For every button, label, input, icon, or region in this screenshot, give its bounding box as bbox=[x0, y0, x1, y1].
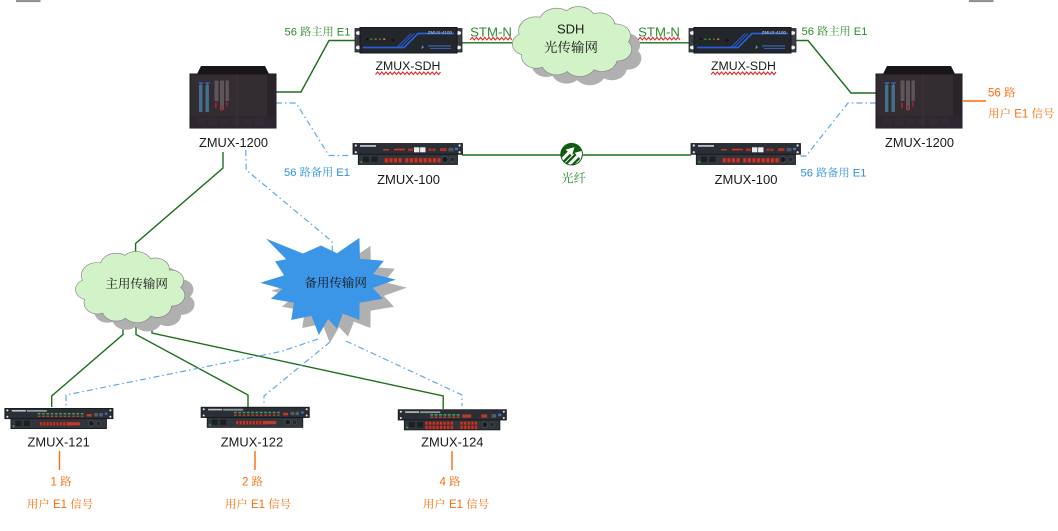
svg-text:ZMUX-122: ZMUX-122 bbox=[221, 435, 283, 450]
svg-text:E1: E1 bbox=[336, 167, 350, 179]
svg-text:E1: E1 bbox=[853, 168, 867, 180]
svg-text:E1: E1 bbox=[449, 499, 463, 511]
svg-text:E1: E1 bbox=[53, 499, 67, 511]
svg-text:ZMUX-124: ZMUX-124 bbox=[421, 435, 483, 450]
svg-text:E1: E1 bbox=[854, 26, 868, 38]
svg-text:E1: E1 bbox=[1014, 109, 1028, 121]
svg-text:STM-N: STM-N bbox=[470, 24, 512, 39]
svg-text:ZMUX-4100: ZMUX-4100 bbox=[762, 30, 787, 35]
svg-text:ZMUX-100: ZMUX-100 bbox=[377, 172, 440, 187]
svg-text:E1: E1 bbox=[251, 499, 265, 511]
svg-text:56: 56 bbox=[284, 167, 296, 179]
svg-text:ZMUX-121: ZMUX-121 bbox=[28, 435, 90, 450]
svg-text:56: 56 bbox=[988, 88, 1001, 100]
svg-text:ZMUX-1200: ZMUX-1200 bbox=[199, 135, 268, 150]
svg-text:2: 2 bbox=[242, 477, 248, 489]
svg-text:SDH: SDH bbox=[557, 22, 584, 37]
svg-text:56: 56 bbox=[802, 26, 814, 38]
svg-text:ZMUX-SDH: ZMUX-SDH bbox=[711, 59, 776, 73]
svg-text:56: 56 bbox=[801, 168, 813, 180]
svg-text:ZMUX-SDH: ZMUX-SDH bbox=[376, 59, 441, 73]
svg-text:ZMUX-4100: ZMUX-4100 bbox=[428, 30, 453, 35]
svg-text:56: 56 bbox=[285, 27, 297, 39]
svg-text:1: 1 bbox=[51, 477, 57, 489]
svg-text:E1: E1 bbox=[337, 27, 351, 39]
svg-text:STM-N: STM-N bbox=[638, 24, 680, 39]
svg-text:4: 4 bbox=[440, 477, 447, 489]
svg-text:ZMUX-100: ZMUX-100 bbox=[715, 172, 778, 187]
svg-text:ZMUX-1200: ZMUX-1200 bbox=[885, 135, 954, 150]
